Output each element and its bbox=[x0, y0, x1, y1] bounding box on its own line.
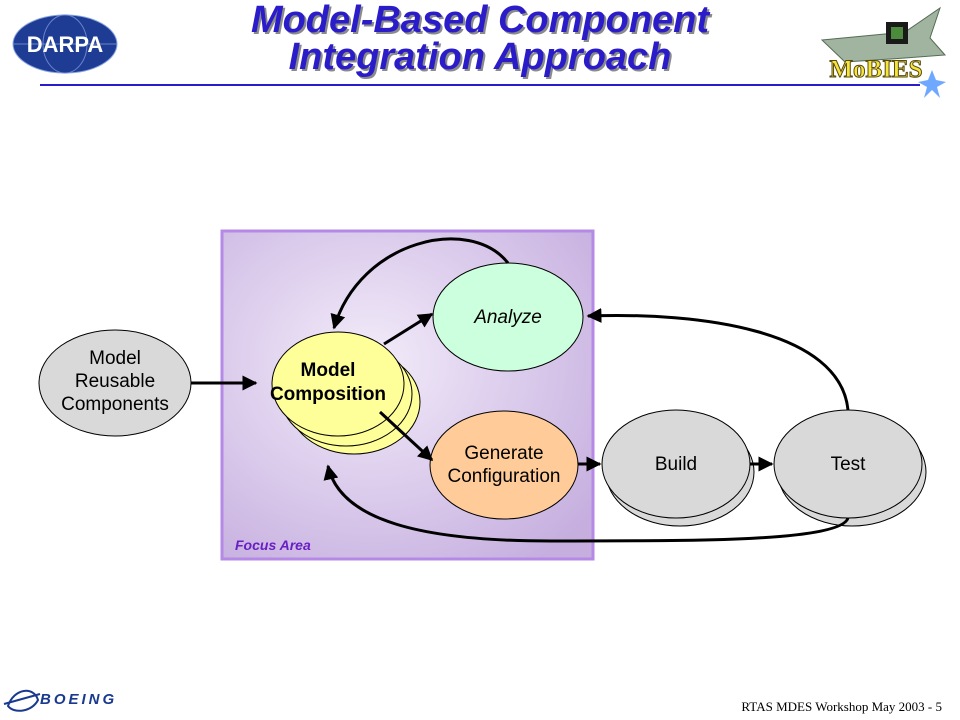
arrow-composition-to-analyze bbox=[383, 312, 434, 346]
node-analyze-label: Analyze bbox=[473, 307, 542, 328]
node-reusable-line-2: Reusable bbox=[75, 371, 155, 392]
node-model-reusable-components: Model Reusable Components bbox=[38, 329, 192, 437]
darpa-logo-meridian bbox=[42, 14, 88, 74]
darpa-logo: DARPA bbox=[12, 14, 118, 74]
node-analyze: Analyze bbox=[432, 262, 584, 372]
mobies-logo-chip-core bbox=[891, 27, 903, 39]
mobies-logo-spark-icon bbox=[918, 70, 946, 98]
node-test: Test bbox=[773, 409, 927, 527]
node-generate-line-1: Generate bbox=[464, 443, 543, 464]
node-test-label: Test bbox=[831, 454, 867, 475]
node-reusable-line-1: Model bbox=[89, 348, 141, 369]
slide-footer-caption: RTAS MDES Workshop May 2003 - 5 bbox=[741, 699, 942, 714]
mobies-logo-aircraft bbox=[820, 6, 947, 63]
boeing-logo-swoosh-icon bbox=[3, 693, 41, 705]
node-composition-shape bbox=[271, 331, 405, 437]
darpa-logo-text: DARPA bbox=[27, 32, 104, 57]
mobies-logo: MoBIES bbox=[820, 6, 947, 98]
node-reusable-line-3: Components bbox=[61, 394, 169, 415]
boeing-wordmark: BOEING bbox=[40, 691, 118, 708]
boeing-logo-symbol-icon bbox=[6, 690, 40, 712]
node-composition-line-1: Model bbox=[301, 360, 356, 381]
boeing-logo bbox=[3, 690, 41, 712]
arrow-test-to-analyze bbox=[586, 308, 850, 411]
node-composition-line-2: Composition bbox=[270, 384, 386, 405]
arrow-test-to-composition bbox=[323, 464, 850, 543]
mobies-logo-text: MoBIES bbox=[829, 56, 922, 83]
title-line-1: Model-Based Component bbox=[250, 0, 710, 41]
arrow-composition-to-generate bbox=[378, 410, 434, 462]
node-generate-configuration: Generate Configuration bbox=[429, 410, 579, 520]
page-title: Model-Based Component Integration Approa… bbox=[160, 0, 800, 78]
title-line-2: Integration Approach bbox=[288, 36, 672, 78]
node-build: Build bbox=[601, 409, 755, 527]
node-generate-line-2: Configuration bbox=[447, 466, 560, 487]
node-build-label: Build bbox=[655, 454, 697, 475]
title-divider bbox=[40, 84, 920, 86]
arrow-analyze-loop-to-composition bbox=[330, 237, 510, 330]
node-generate-shape bbox=[429, 410, 579, 520]
node-model-composition: Model Composition bbox=[270, 331, 421, 455]
focus-area-label: Focus Area bbox=[235, 537, 311, 553]
